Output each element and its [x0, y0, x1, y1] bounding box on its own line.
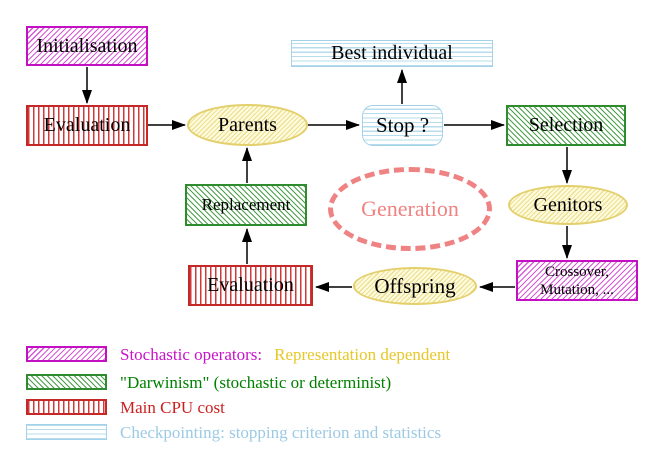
node-genitors: Genitors	[508, 185, 628, 225]
legend-swatch-stochastic-operators	[26, 346, 107, 362]
legend-label-darwinism: "Darwinism" (stochastic or determinist)	[120, 373, 392, 392]
generation-label: Generation	[361, 196, 459, 221]
node-evaluation-top-label: Evaluation	[43, 114, 131, 136]
node-evaluation-bottom-label: Evaluation	[207, 274, 294, 296]
node-replacement: Replacement	[185, 184, 307, 226]
node-selection: Selection	[506, 105, 626, 146]
node-crossover-line1: Crossover,	[545, 263, 609, 280]
generation-cycle-ellipse: Generation	[328, 167, 492, 251]
legend-swatch-checkpointing	[26, 424, 107, 440]
node-parents-label: Parents	[218, 113, 277, 136]
legend-label-checkpointing: Checkpointing: stopping criterion and st…	[120, 423, 442, 442]
node-parents: Parents	[187, 104, 308, 146]
node-stop-label: Stop ?	[375, 113, 430, 137]
node-evaluation-top: Evaluation	[26, 105, 148, 146]
legend-label-main-cpu-cost: Main CPU cost	[120, 398, 225, 417]
node-selection-label: Selection	[528, 114, 604, 136]
legend-swatch-main-cpu-cost	[26, 399, 107, 415]
legend-swatch-darwinism	[26, 374, 107, 390]
node-offspring-label: Offspring	[374, 273, 456, 298]
node-evaluation-bottom: Evaluation	[188, 265, 313, 306]
legend-text-representation-dependent: Representation dependent	[274, 345, 451, 364]
node-initialisation-label: Initialisation	[36, 34, 138, 57]
node-replacement-label: Replacement	[201, 195, 291, 214]
node-initialisation: Initialisation	[26, 26, 148, 66]
node-crossover-line2: Mutation, ...	[540, 281, 614, 298]
node-stop: Stop ?	[362, 105, 443, 146]
legend-text-stochastic: Stochastic operators:	[120, 345, 263, 364]
legend-label-stochastic-operators: Stochastic operators: Representation depe…	[120, 345, 450, 365]
node-offspring: Offspring	[353, 267, 477, 305]
node-crossover-mutation: Crossover, Mutation, ...	[516, 260, 638, 301]
node-genitors-label: Genitors	[533, 193, 603, 216]
node-best-individual-label: Best individual	[331, 42, 453, 64]
node-best-individual: Best individual	[291, 40, 493, 67]
